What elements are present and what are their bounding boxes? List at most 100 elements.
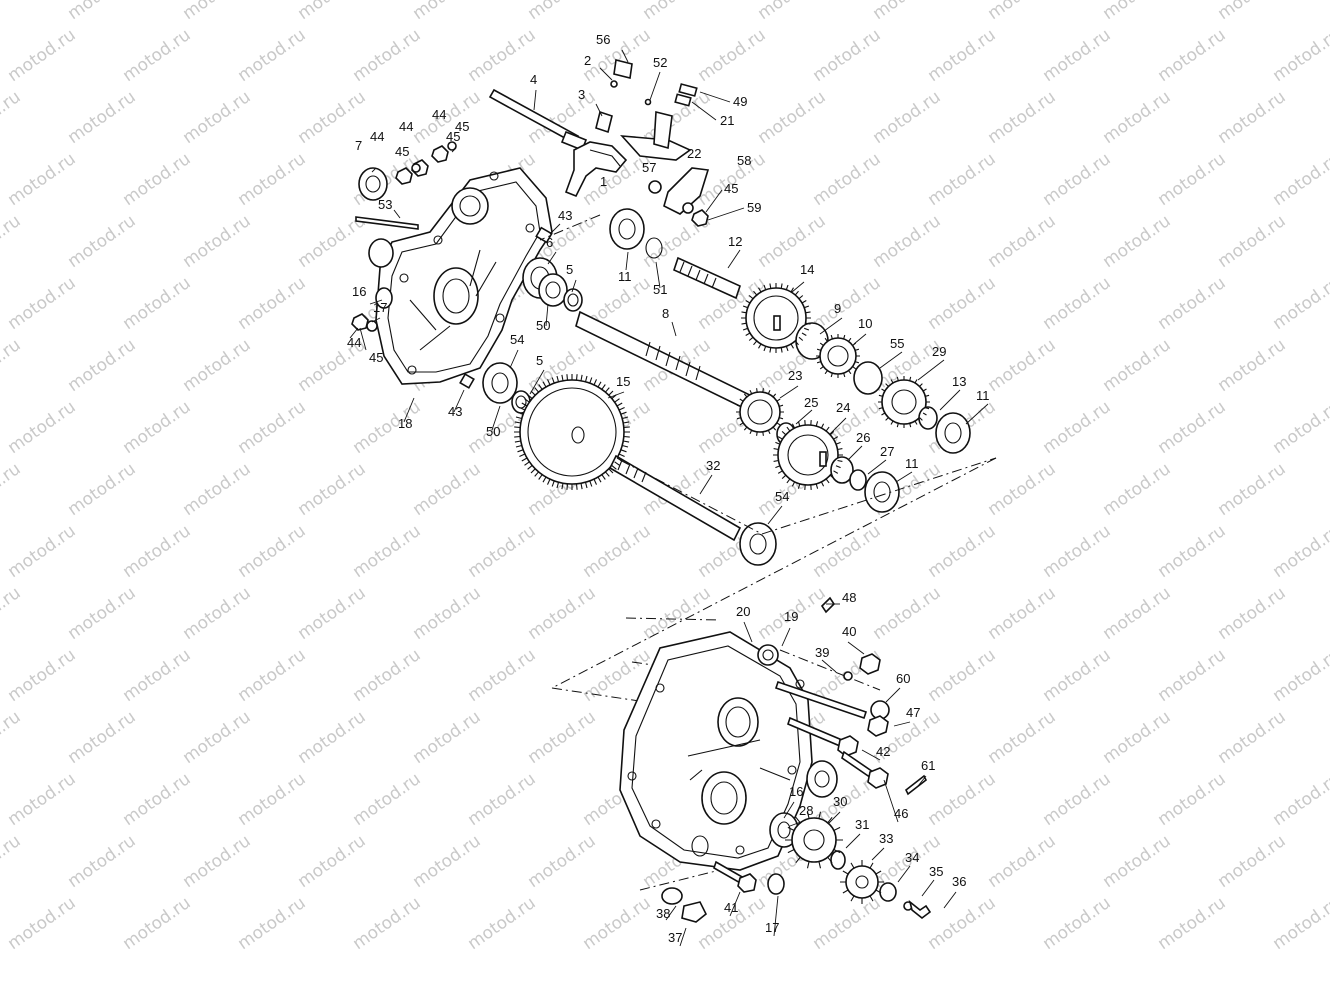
leader-line bbox=[547, 251, 557, 265]
leader-line bbox=[371, 317, 381, 323]
watermark-text: motod.ru bbox=[1039, 645, 1114, 706]
part-number-callout: 37 bbox=[668, 930, 682, 945]
part-number-callout: 57 bbox=[642, 160, 656, 175]
watermark-text: motod.ru bbox=[1154, 273, 1229, 334]
watermark-text: motod.ru bbox=[1154, 149, 1229, 210]
watermark-text: motod.ru bbox=[294, 459, 369, 520]
watermark-text: motod.ru bbox=[1214, 0, 1289, 24]
watermark-text: motod.ru bbox=[4, 273, 79, 334]
watermark-text: motod.ru bbox=[119, 645, 194, 706]
watermark-text: motod.ru bbox=[639, 0, 714, 24]
part-number-callout: 38 bbox=[656, 906, 670, 921]
watermark-text: motod.ru bbox=[1154, 397, 1229, 458]
watermark-text: motod.ru bbox=[924, 273, 999, 334]
watermark-text: motod.ru bbox=[1039, 521, 1114, 582]
part-number-callout: 39 bbox=[815, 645, 829, 660]
part-number-callout: 45 bbox=[455, 119, 469, 134]
watermark-text: motod.ru bbox=[409, 459, 484, 520]
leader-line bbox=[781, 627, 791, 647]
watermark-text: motod.ru bbox=[464, 893, 539, 954]
watermark-text: motod.ru bbox=[234, 397, 309, 458]
part-number-callout: 43 bbox=[448, 404, 462, 419]
watermark-text: motod.ru bbox=[234, 769, 309, 830]
watermark-text: motod.ru bbox=[409, 0, 484, 24]
watermark-text: motod.ru bbox=[1039, 397, 1114, 458]
part-number-callout: 19 bbox=[784, 609, 798, 624]
leader-line bbox=[773, 895, 779, 937]
part-number-callout: 41 bbox=[724, 900, 738, 915]
part-number-callout: 45 bbox=[395, 144, 409, 159]
watermark-text: motod.ru bbox=[64, 0, 139, 24]
leader-line bbox=[625, 251, 629, 271]
part-number-callout: 54 bbox=[775, 489, 789, 504]
part-number-callout: 5 bbox=[536, 353, 543, 368]
leader-line bbox=[783, 801, 795, 819]
leader-line bbox=[853, 333, 867, 345]
part-number-callout: 24 bbox=[836, 400, 850, 415]
seals-and-fasteners-left bbox=[351, 141, 553, 389]
watermark-text: motod.ru bbox=[984, 87, 1059, 148]
watermark-text: motod.ru bbox=[409, 707, 484, 768]
watermark-text: motod.ru bbox=[119, 521, 194, 582]
watermark-text: motod.ru bbox=[1269, 645, 1330, 706]
watermark-text: motod.ru bbox=[1099, 831, 1174, 892]
watermark-text: motod.ru bbox=[1154, 645, 1229, 706]
watermark-text: motod.ru bbox=[524, 831, 599, 892]
watermark-text: motod.ru bbox=[1099, 211, 1174, 272]
watermark-text: motod.ru bbox=[64, 583, 139, 644]
part-number-callout: 45 bbox=[724, 181, 738, 196]
leader-lines bbox=[349, 49, 989, 947]
leader-line bbox=[791, 281, 805, 293]
part-number-callout: 55 bbox=[890, 336, 904, 351]
part-number-callout: 36 bbox=[952, 874, 966, 889]
part-number-callout: 60 bbox=[896, 671, 910, 686]
watermark-text: motod.ru bbox=[64, 87, 139, 148]
watermark-text: motod.ru bbox=[579, 521, 654, 582]
leader-line bbox=[599, 67, 613, 81]
part-number-callout: 16 bbox=[789, 784, 803, 799]
part-number-callout: 27 bbox=[880, 444, 894, 459]
leader-line bbox=[883, 779, 899, 823]
leader-line bbox=[533, 89, 537, 111]
watermark-text: motod.ru bbox=[179, 583, 254, 644]
watermark-text: motod.ru bbox=[64, 335, 139, 396]
part-number-callout: 1 bbox=[600, 174, 607, 189]
watermark-text: motod.ru bbox=[464, 769, 539, 830]
watermark-text: motod.ru bbox=[1269, 769, 1330, 830]
gear-teeth bbox=[736, 388, 784, 436]
watermark-text: motod.ru bbox=[754, 87, 829, 148]
watermark-text: motod.ru bbox=[1099, 707, 1174, 768]
watermark-text: motod.ru bbox=[349, 521, 424, 582]
part-number-callout: 9 bbox=[834, 301, 841, 316]
watermark-text: motod.ru bbox=[0, 831, 25, 892]
watermark-text: motod.ru bbox=[1154, 521, 1229, 582]
part-number-callout: 31 bbox=[855, 817, 869, 832]
part-number-callout: 50 bbox=[486, 424, 500, 439]
watermark-text: motod.ru bbox=[1214, 831, 1289, 892]
part-number-callout: 13 bbox=[952, 374, 966, 389]
watermark-text: motod.ru bbox=[924, 645, 999, 706]
part-number-callout: 30 bbox=[833, 794, 847, 809]
watermark-text: motod.ru bbox=[1099, 583, 1174, 644]
watermark-text: motod.ru bbox=[0, 459, 25, 520]
leader-line bbox=[509, 349, 519, 369]
leader-line bbox=[491, 405, 501, 431]
watermark-text: motod.ru bbox=[409, 583, 484, 644]
watermark-text: motod.ru bbox=[639, 583, 714, 644]
watermark-text: motod.ru bbox=[464, 645, 539, 706]
watermark-text: motod.ru bbox=[984, 211, 1059, 272]
leader-line bbox=[595, 103, 603, 117]
watermark-text: motod.ru bbox=[234, 273, 309, 334]
watermark-text: motod.ru bbox=[1269, 893, 1330, 954]
leader-line bbox=[847, 641, 865, 655]
part-number-callout: 45 bbox=[369, 350, 383, 365]
part-number-callout: 12 bbox=[728, 234, 742, 249]
watermark-text: motod.ru bbox=[349, 25, 424, 86]
leader-line bbox=[743, 621, 753, 643]
part-number-callout: 59 bbox=[747, 200, 761, 215]
watermark-text: motod.ru bbox=[4, 25, 79, 86]
part-number-callout: 46 bbox=[894, 806, 908, 821]
watermark-text: motod.ru bbox=[64, 831, 139, 892]
watermark-text: motod.ru bbox=[119, 25, 194, 86]
